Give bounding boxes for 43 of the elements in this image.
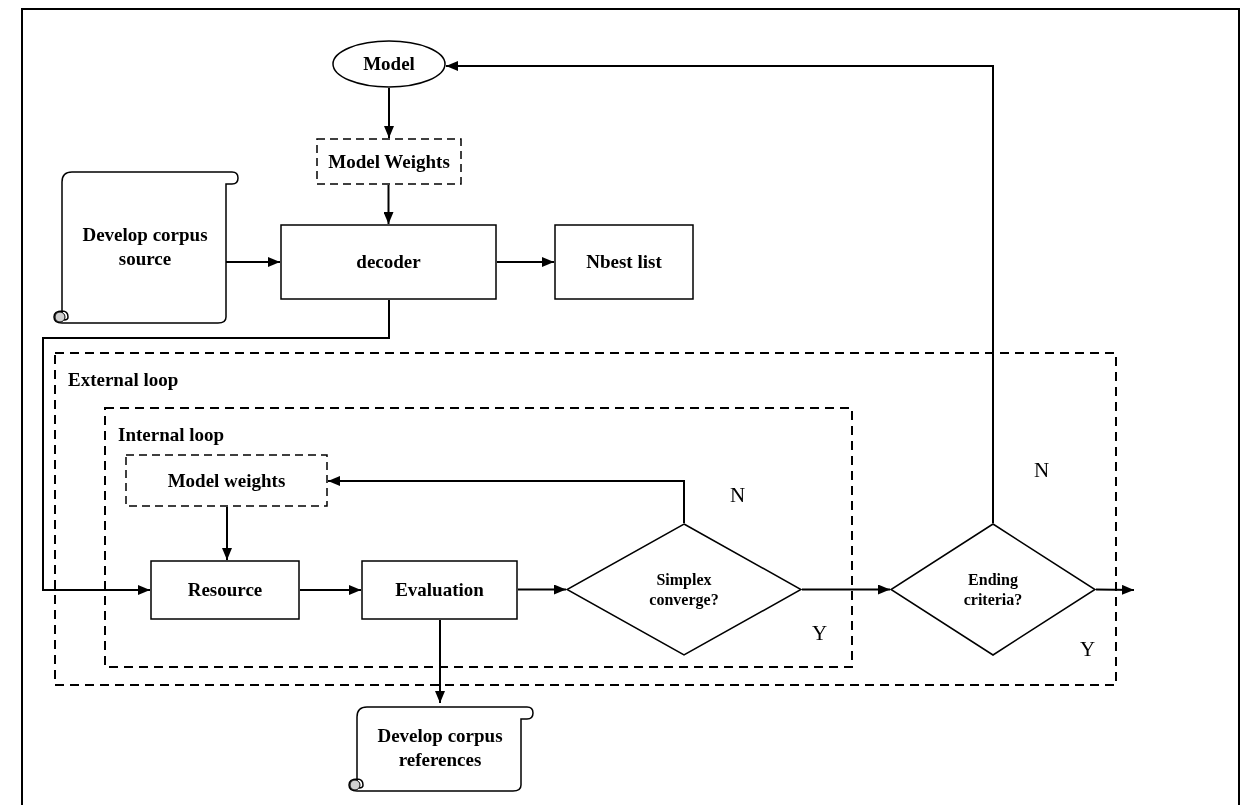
- branch-label: N: [1034, 457, 1050, 484]
- node-label: Nbest list: [586, 250, 662, 274]
- document-scroll: [345, 703, 535, 793]
- node-label: Ending criteria?: [962, 569, 1024, 610]
- loop-frame: [54, 352, 1117, 686]
- branch-label: N: [730, 482, 746, 509]
- decision-diamond: [566, 523, 802, 656]
- arrow: [327, 476, 685, 524]
- arrow: [435, 619, 445, 704]
- node-label: Develop corpus references: [376, 724, 504, 772]
- dashed-process-box: [316, 138, 462, 185]
- node-label: Model: [363, 52, 415, 76]
- node-label: Resource: [187, 578, 263, 602]
- node-label: Model Weights: [328, 149, 450, 174]
- node-label: Simplex converge?: [648, 569, 720, 610]
- node-label: decoder: [356, 250, 421, 274]
- model-ellipse: [332, 40, 446, 88]
- arrow: [496, 257, 555, 267]
- node-label: Model weights: [167, 468, 286, 493]
- loop-frame: [104, 407, 853, 668]
- arrow: [517, 584, 567, 595]
- frame-heading: External loop: [68, 368, 179, 392]
- node-label: Evaluation: [395, 578, 484, 602]
- document-scroll: [50, 168, 240, 325]
- arrow: [384, 87, 394, 139]
- arrow: [1095, 584, 1135, 595]
- process-box: [150, 560, 300, 620]
- arrow: [299, 585, 362, 595]
- arrow: [445, 61, 994, 524]
- arrow: [383, 184, 394, 225]
- node-label: Develop corpus source: [81, 222, 209, 271]
- branch-label: Y: [1080, 636, 1096, 663]
- branch-label: Y: [812, 620, 828, 647]
- frame-heading: Internal loop: [118, 423, 225, 447]
- arrow: [42, 299, 390, 595]
- arrow: [801, 584, 891, 595]
- arrow: [225, 257, 281, 267]
- process-box: [361, 560, 518, 620]
- arrow: [222, 506, 232, 561]
- process-box: [554, 224, 694, 300]
- dashed-process-box: [125, 454, 328, 507]
- decision-diamond: [890, 523, 1096, 656]
- process-box: [280, 224, 497, 300]
